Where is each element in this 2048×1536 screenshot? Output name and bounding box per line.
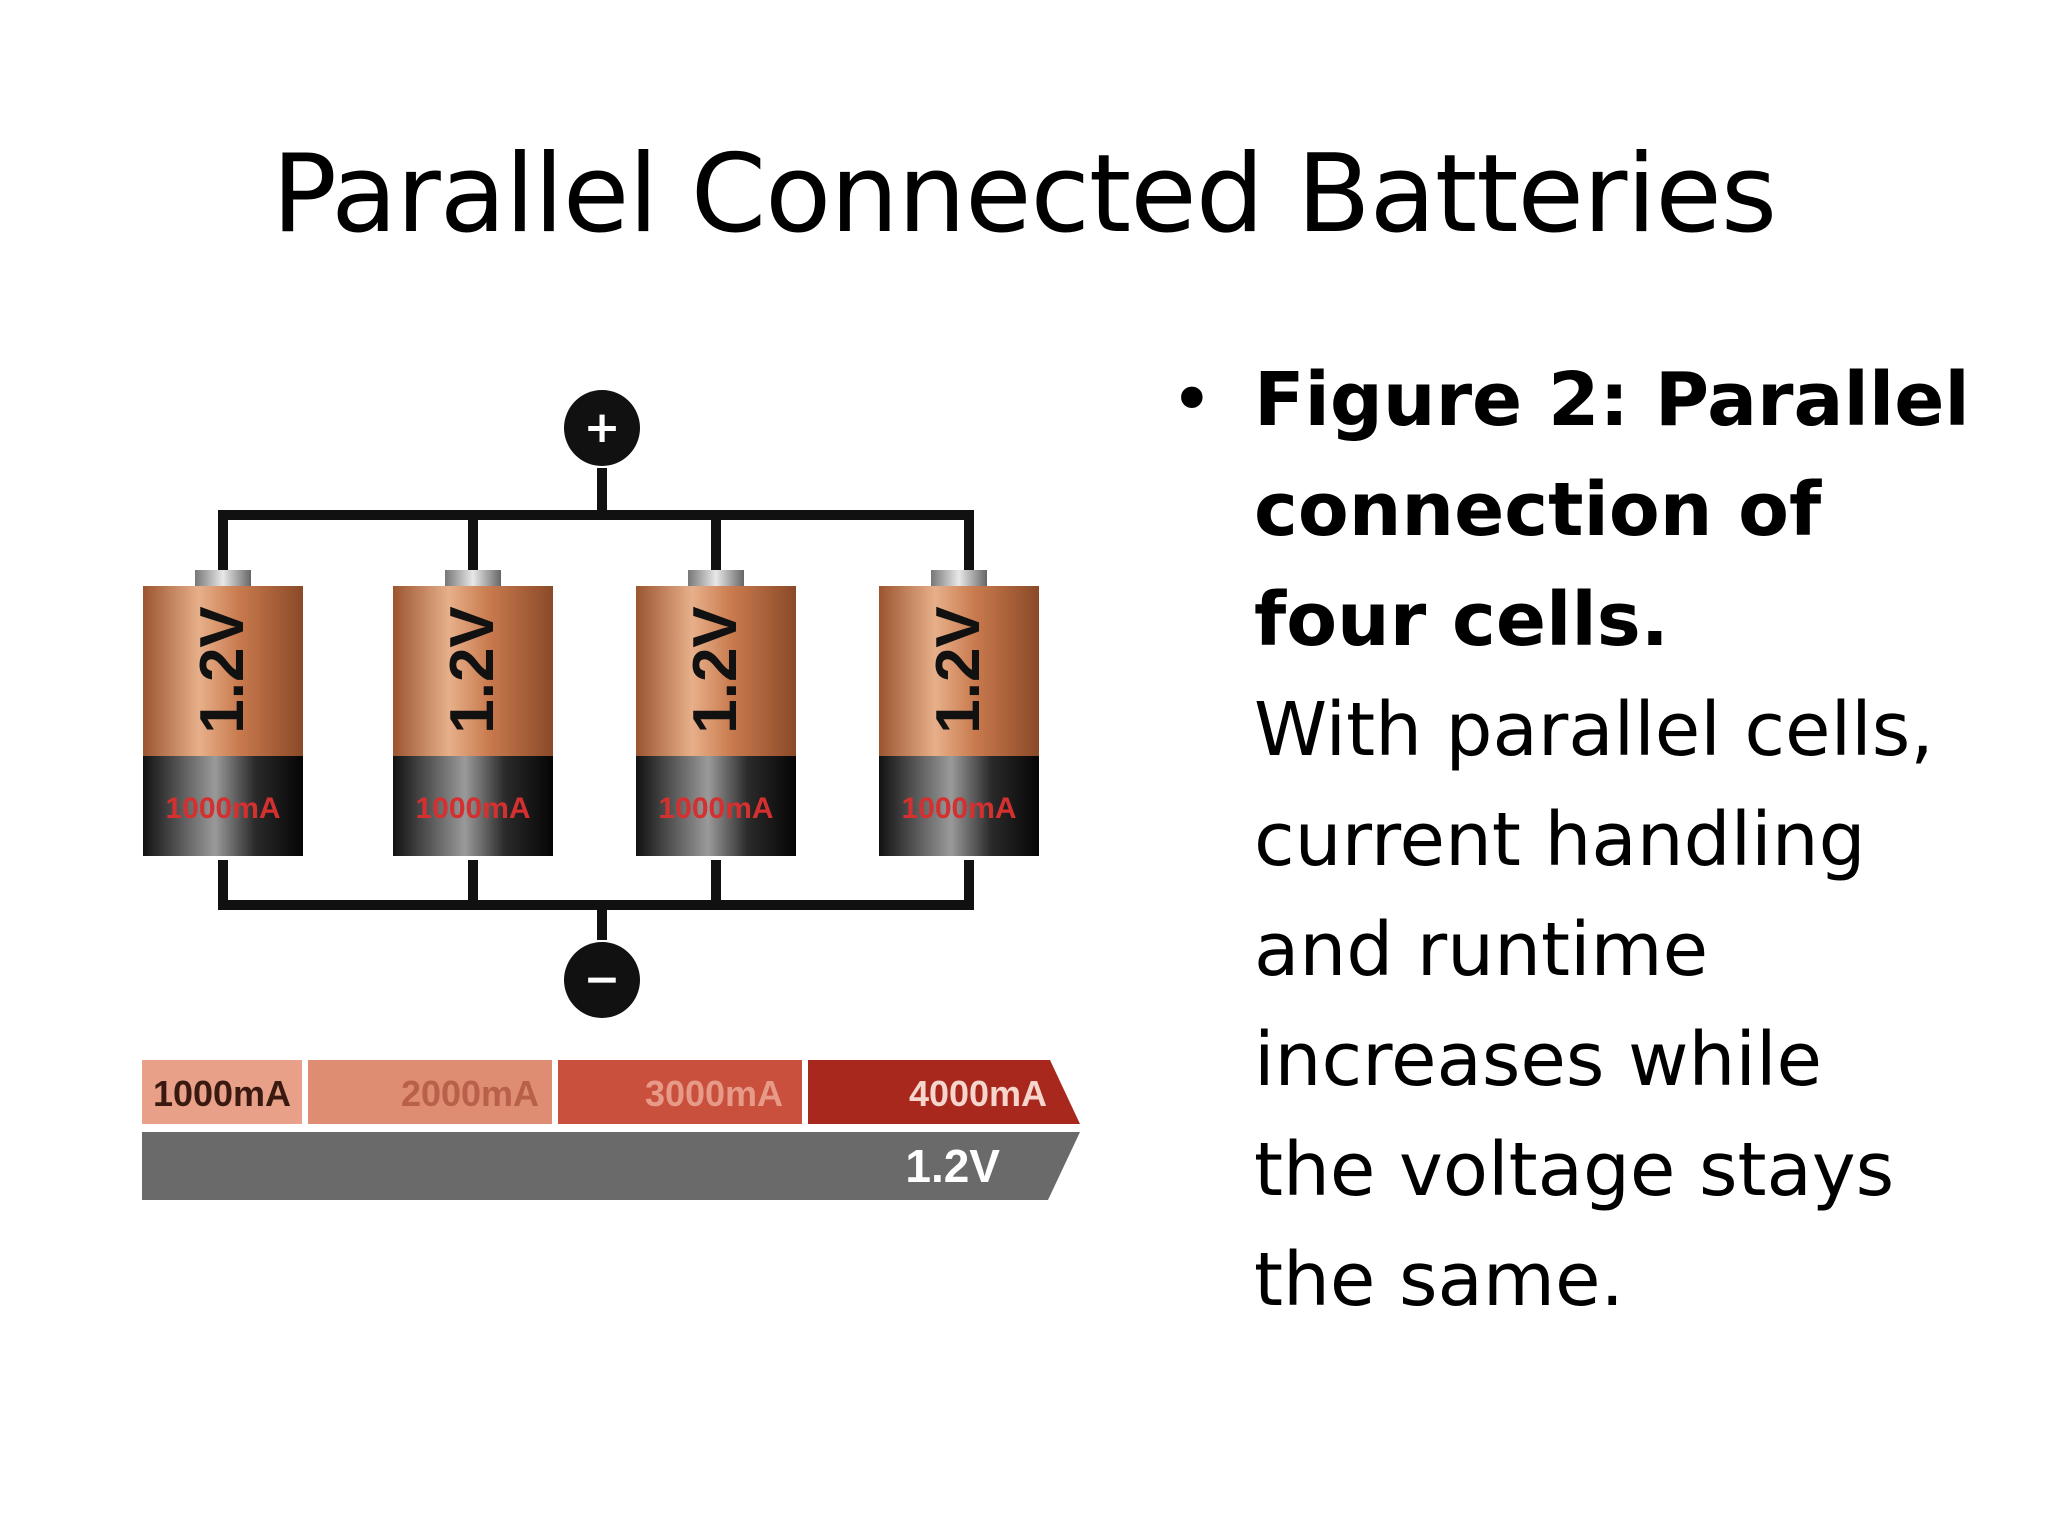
body-line-5: the voltage stays [1254,1127,1895,1213]
negative-terminal-circle [564,942,640,1018]
caption-line-1: Figure 2: Parallel [1254,357,1970,443]
cell-band [393,756,553,856]
cell-capacity-label: 1000mA [658,792,773,825]
cell-voltage-label: 1.2V [924,606,993,734]
voltage-bar-label: 1.2V [905,1140,1000,1192]
capacity-segment-3 [558,1060,802,1124]
capacity-label-2: 2000mA [401,1073,539,1114]
body-line-1: With parallel cells, [1254,687,1934,773]
cell-voltage-label: 1.2V [438,606,507,734]
battery-cell-1: 1.2V 1000mA [143,570,303,856]
capacity-bar: 1000mA 2000mA 3000mA 4000mA [142,1060,1080,1124]
body-line-6: the same. [1254,1237,1624,1323]
cell-capacity-label: 1000mA [415,792,530,825]
cell-capacity-label: 1000mA [901,792,1016,825]
body-line-4: increases while [1254,1017,1823,1103]
positive-terminal: + [564,390,640,466]
capacity-segment-1 [142,1060,302,1124]
minus-icon: − [584,954,621,1005]
body-line-3: and runtime [1254,907,1709,993]
capacity-segment-4 [808,1060,1080,1124]
diagram-canvas: + − 1.2V 1000mA 1.2V 1000mA [142,390,1080,1200]
slide-title: Parallel Connected Batteries [271,132,1777,257]
cell-capacity-label: 1000mA [165,792,280,825]
caption-line-2: connection of [1254,467,1822,553]
negative-terminal: − [564,942,640,1018]
cell-body [143,586,303,758]
capacity-label-3: 3000mA [645,1073,783,1114]
capacity-label-1: 1000mA [153,1073,291,1114]
description-paragraph: Figure 2: Parallel connection of four ce… [1254,345,2030,1335]
capacity-segment-2 [308,1060,552,1124]
top-bus-wire [218,510,974,580]
plus-icon: + [584,402,621,453]
cell-band [636,756,796,856]
positive-terminal-circle [564,390,640,466]
voltage-bar: 1.2V [142,1132,1080,1200]
cell-body [879,586,1039,758]
cell-body [393,586,553,758]
cell-voltage-label: 1.2V [188,606,257,734]
capacity-label-4: 4000mA [909,1073,1047,1114]
cell-band [143,756,303,856]
body-line-2: current handling [1254,797,1866,883]
cell-body [636,586,796,758]
bottom-bus-wire [218,860,974,910]
battery-cell-4: 1.2V 1000mA [879,570,1039,856]
caption-line-3: four cells. [1254,577,1669,663]
battery-cell-3: 1.2V 1000mA [636,570,796,856]
voltage-bar-shape [142,1132,1080,1200]
wiring [218,468,974,940]
battery-cell-2: 1.2V 1000mA [393,570,553,856]
bullet-icon: • [1170,357,1214,443]
cell-band [879,756,1039,856]
description-column: • Figure 2: Parallel connection of four … [1170,345,2030,1335]
parallel-battery-diagram: + − 1.2V 1000mA 1.2V 1000mA [130,380,1090,1220]
cell-voltage-label: 1.2V [681,606,750,734]
